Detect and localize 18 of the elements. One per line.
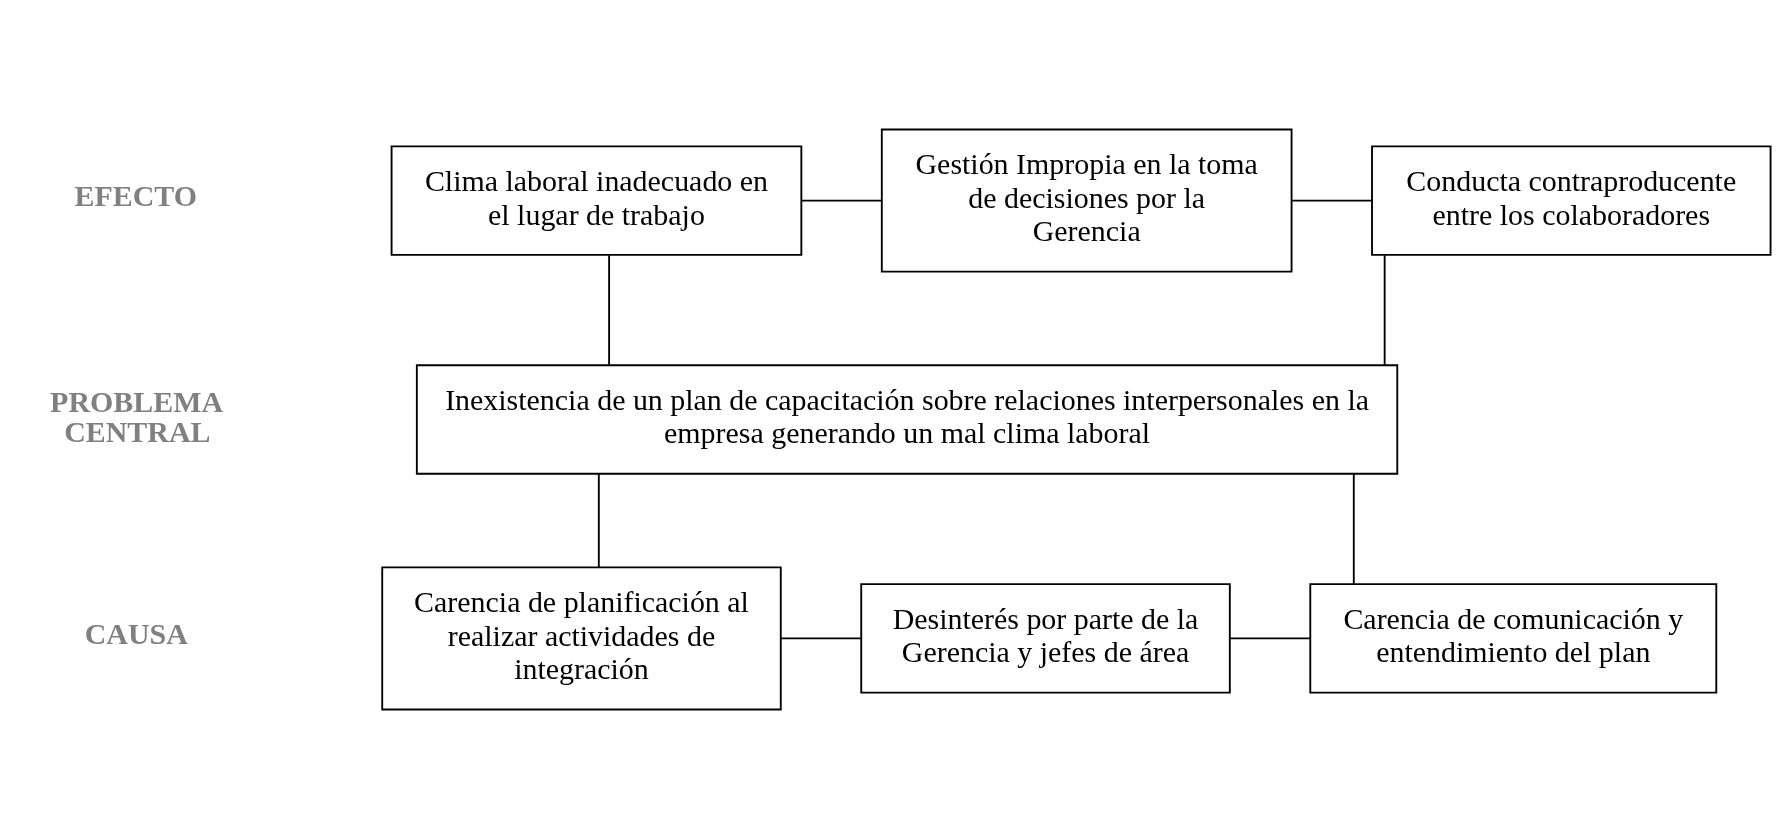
connector: [1229, 637, 1311, 640]
connector: [597, 473, 600, 569]
connector: [1383, 254, 1386, 366]
label: PROBLEMA CENTRAL: [50, 384, 224, 448]
label: CAUSA: [84, 616, 188, 650]
connector: [608, 254, 611, 366]
node-box: Carencia de planificación al realizar actividades de integración: [381, 566, 782, 711]
connector: [780, 637, 862, 640]
node-box: Inexistencia de un plan de capacitación sobre relaciones interpersonales en la empresa generando un mal clima laboral: [415, 364, 1399, 475]
node-box: Carencia de comunicación y entendimiento del plan: [1309, 583, 1718, 694]
node-box: Desinterés por parte de la Gerencia y jefes de área: [860, 583, 1231, 694]
connector: [1352, 473, 1355, 585]
node-box: Conducta contraproducente entre los colaboradores: [1371, 145, 1772, 256]
label: EFECTO: [74, 178, 197, 212]
connector: [800, 199, 883, 202]
node-box: Gestión Impropia en la toma de decisiones por la Gerencia: [880, 128, 1293, 273]
connector: [1291, 199, 1373, 202]
node-box: Clima laboral inadecuado en el lugar de trabajo: [390, 145, 803, 256]
